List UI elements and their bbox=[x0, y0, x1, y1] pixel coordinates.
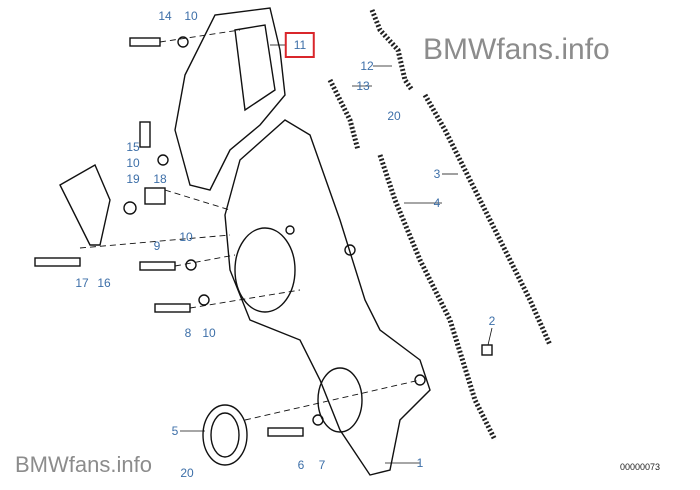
seal-ring-5 bbox=[202, 404, 248, 466]
part-label-3[interactable]: 3 bbox=[433, 167, 441, 181]
part-label-7[interactable]: 7 bbox=[318, 458, 326, 472]
part-label-20[interactable]: 20 bbox=[180, 466, 194, 480]
part-label-10[interactable]: 10 bbox=[179, 230, 193, 244]
diagram-code: 00000073 bbox=[620, 462, 661, 472]
lower-timing-cover bbox=[224, 119, 431, 476]
washers bbox=[123, 36, 324, 426]
sensor-18 bbox=[144, 187, 166, 205]
gasket-12 bbox=[369, 9, 415, 92]
part-label-10[interactable]: 10 bbox=[126, 156, 140, 170]
bolts bbox=[34, 37, 304, 437]
part-label-18[interactable]: 18 bbox=[153, 172, 167, 186]
watermark-top: BMWfans.info bbox=[423, 33, 610, 66]
part-label-6[interactable]: 6 bbox=[297, 458, 305, 472]
part-label-14[interactable]: 14 bbox=[158, 9, 172, 23]
part-label-9[interactable]: 9 bbox=[153, 239, 161, 253]
part-label-11-highlighted[interactable]: 11 bbox=[284, 32, 316, 58]
part-label-10[interactable]: 10 bbox=[202, 326, 216, 340]
part-label-13[interactable]: 13 bbox=[356, 79, 370, 93]
part-label-2[interactable]: 2 bbox=[488, 314, 496, 328]
part-label-17[interactable]: 17 bbox=[75, 276, 89, 290]
part-label-1[interactable]: 1 bbox=[416, 456, 424, 470]
gasket-13 bbox=[327, 78, 361, 151]
bracket bbox=[59, 164, 111, 246]
part-label-5[interactable]: 5 bbox=[171, 424, 179, 438]
part-label-19[interactable]: 19 bbox=[126, 172, 140, 186]
part-label-12[interactable]: 12 bbox=[360, 59, 374, 73]
part-label-15[interactable]: 15 bbox=[126, 140, 140, 154]
part-label-10[interactable]: 10 bbox=[184, 9, 198, 23]
part-label-16[interactable]: 16 bbox=[97, 276, 111, 290]
gasket-3 bbox=[422, 93, 553, 347]
part-label-4[interactable]: 4 bbox=[433, 196, 441, 210]
watermark-bottom: BMWfans.info bbox=[15, 452, 152, 477]
upper-timing-cover bbox=[174, 7, 286, 191]
gasket-4 bbox=[377, 154, 498, 442]
dowel-2 bbox=[481, 344, 493, 356]
part-label-20[interactable]: 20 bbox=[387, 109, 401, 123]
part-label-8[interactable]: 8 bbox=[184, 326, 192, 340]
